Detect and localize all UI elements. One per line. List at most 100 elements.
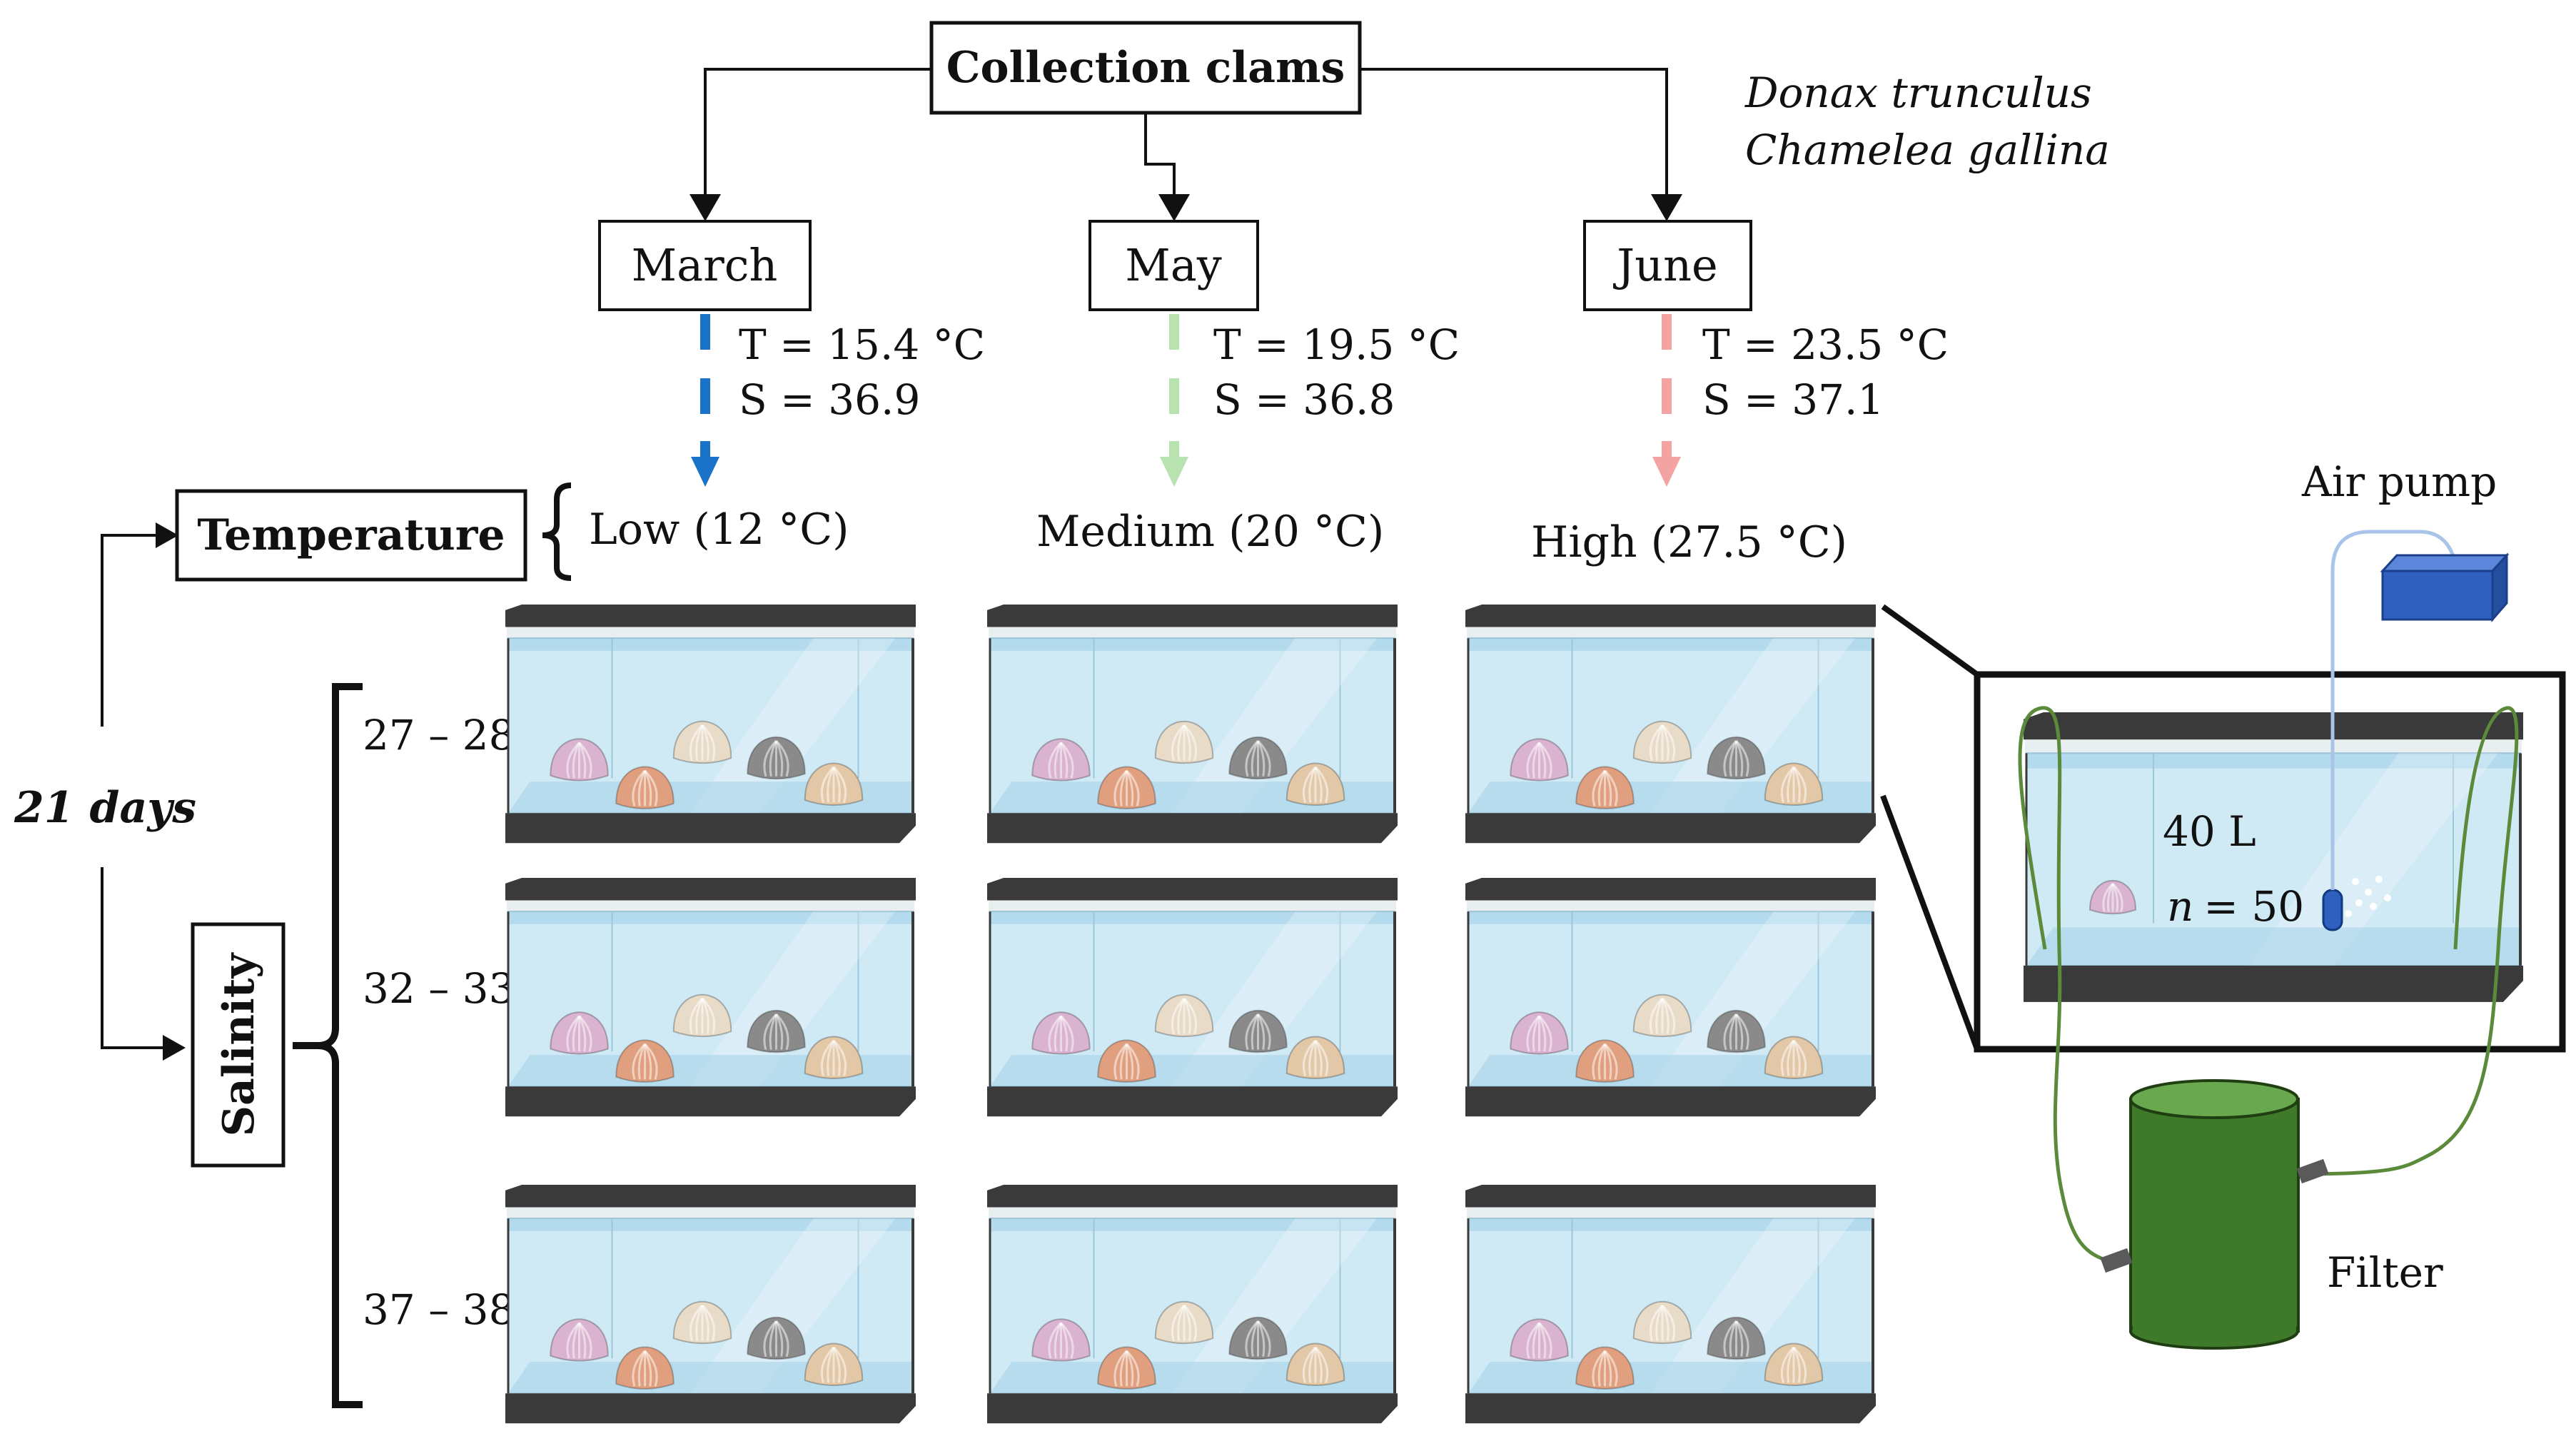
temperature-label: Temperature xyxy=(197,510,505,560)
june-temperature: T = 23.5 °C xyxy=(1702,320,1949,369)
tank-low-s32-clam-4 xyxy=(615,1039,675,1083)
tank-high-s37-clam-4 xyxy=(1575,1346,1635,1390)
duration-value: 21 xyxy=(14,783,74,833)
salinity-brace xyxy=(293,683,363,1408)
tank-medium-s32-clam-3 xyxy=(1228,1009,1288,1053)
duration-label: 21 days xyxy=(14,783,196,833)
tank-high-s32-clam-2 xyxy=(1632,994,1692,1038)
tank-low-s27-clam-3 xyxy=(747,736,806,780)
salinity-level-1: 27 – 28 xyxy=(363,711,515,759)
count-value: = 50 xyxy=(2203,882,2304,931)
root-arrowheads xyxy=(690,194,1682,221)
tank-high-s37-clam-5 xyxy=(1764,1343,1824,1386)
tank-low-s32 xyxy=(505,878,916,1117)
tank-high-s37-clam-2 xyxy=(1632,1300,1692,1345)
temperature-box: Temperature xyxy=(175,489,527,582)
salinity-level-2: 32 – 33 xyxy=(363,964,515,1013)
may-salinity: S = 36.8 xyxy=(1213,375,1395,424)
tank-high-s27-clam-3 xyxy=(1707,736,1766,780)
tank-medium-s27-clam-5 xyxy=(1286,762,1345,806)
tank-high-s32-clam-4 xyxy=(1575,1039,1635,1083)
tank-medium-s37-clam-5 xyxy=(1286,1343,1345,1386)
tank-high-s27-clam-1 xyxy=(1510,738,1569,782)
salinity-label: Salinity xyxy=(214,951,264,1136)
tank-low-s27-clam-5 xyxy=(804,762,864,806)
june-salinity: S = 37.1 xyxy=(1702,375,1884,424)
filter-label: Filter xyxy=(2327,1248,2443,1297)
tank-low-s37 xyxy=(505,1185,916,1424)
tank-medium-s27 xyxy=(987,605,1398,844)
tank-high-s27 xyxy=(1465,605,1876,844)
volume-label: 40 L xyxy=(2163,807,2256,856)
tank-medium-s27-clam-4 xyxy=(1097,766,1156,809)
tank-medium-s37-clam-4 xyxy=(1097,1346,1156,1390)
tank-high-s27-clam-5 xyxy=(1764,762,1824,806)
tank-low-s27-clam-2 xyxy=(672,720,732,764)
tank-low-s32-clam-5 xyxy=(804,1036,864,1079)
temperature-level-high: High (27.5 °C) xyxy=(1531,517,1847,567)
air-tube xyxy=(2330,530,2458,890)
may-temperature: T = 19.5 °C xyxy=(1213,320,1460,369)
tank-low-s27-clam-4 xyxy=(615,766,675,809)
tank-low-s27 xyxy=(505,605,916,844)
tank-medium-s27-clam-2 xyxy=(1154,720,1214,764)
tank-medium-s27-clam-1 xyxy=(1031,738,1091,782)
condition-arrow-may xyxy=(1160,314,1188,487)
tank-high-s27-clam-4 xyxy=(1575,766,1635,809)
tank-grid xyxy=(505,605,1876,1424)
temperature-level-medium: Medium (20 °C) xyxy=(1036,507,1384,557)
tank-low-s32-clam-2 xyxy=(672,994,732,1038)
air-pump-label: Air pump xyxy=(2301,457,2497,506)
filter-hoses xyxy=(2018,706,2519,1265)
count-label: n= 50 xyxy=(2167,882,2304,931)
detail-tank xyxy=(2024,712,2523,1002)
tank-medium-s37-clam-2 xyxy=(1154,1300,1214,1345)
tank-medium-s37-clam-1 xyxy=(1031,1318,1091,1362)
march-temperature: T = 15.4 °C xyxy=(739,320,985,369)
tank-low-s32-clam-3 xyxy=(747,1009,806,1053)
tank-high-s37-clam-3 xyxy=(1707,1316,1766,1360)
tank-medium-s37 xyxy=(987,1185,1398,1424)
tank-low-s37-clam-4 xyxy=(615,1346,675,1390)
duration-connectors xyxy=(101,534,171,1049)
month-box-june: June xyxy=(1583,220,1752,311)
tank-high-s32 xyxy=(1465,878,1876,1117)
tank-high-s32-clam-1 xyxy=(1510,1011,1569,1055)
tank-low-s37-clam-2 xyxy=(672,1300,732,1345)
month-arrows xyxy=(691,314,1681,487)
air-stone xyxy=(2322,889,2343,931)
species-1: Donax trunculus xyxy=(1744,69,2092,117)
tank-high-s27-clam-2 xyxy=(1632,720,1692,764)
tank-medium-s32-clam-1 xyxy=(1031,1011,1091,1055)
collection-clams-box: Collection clams xyxy=(929,21,1362,115)
month-box-march: March xyxy=(598,220,812,311)
tank-high-s37-clam-1 xyxy=(1510,1318,1569,1362)
collection-clams-label: Collection clams xyxy=(946,43,1345,93)
zoom-lines xyxy=(1880,604,1980,1051)
month-label-march: March xyxy=(632,239,778,291)
temperature-brace xyxy=(542,482,572,581)
tank-high-s32-clam-3 xyxy=(1707,1009,1766,1053)
bubbles xyxy=(2345,876,2391,917)
tank-medium-s32 xyxy=(987,878,1398,1117)
tank-medium-s32-clam-4 xyxy=(1097,1039,1156,1083)
detail-clam xyxy=(2088,879,2137,915)
march-salinity: S = 36.9 xyxy=(739,375,920,424)
filter-canister-icon xyxy=(2100,1079,2329,1350)
duration-unit: days xyxy=(90,783,196,833)
temperature-level-low: Low (12 °C) xyxy=(589,505,849,555)
tank-low-s37-clam-5 xyxy=(804,1343,864,1386)
condition-arrow-march xyxy=(691,314,719,487)
month-label-may: May xyxy=(1125,239,1221,291)
condition-arrow-june xyxy=(1652,314,1681,487)
tank-low-s27-clam-1 xyxy=(550,738,609,782)
air-pump-icon xyxy=(2380,552,2510,623)
tank-low-s37-clam-1 xyxy=(550,1318,609,1362)
month-label-june: June xyxy=(1612,239,1717,291)
root-connectors xyxy=(704,68,1668,207)
arrow-to-salinity xyxy=(163,1035,186,1061)
salinity-box: Salinity xyxy=(191,922,286,1168)
tank-low-s37-clam-3 xyxy=(747,1316,806,1360)
tank-medium-s27-clam-3 xyxy=(1228,736,1288,780)
